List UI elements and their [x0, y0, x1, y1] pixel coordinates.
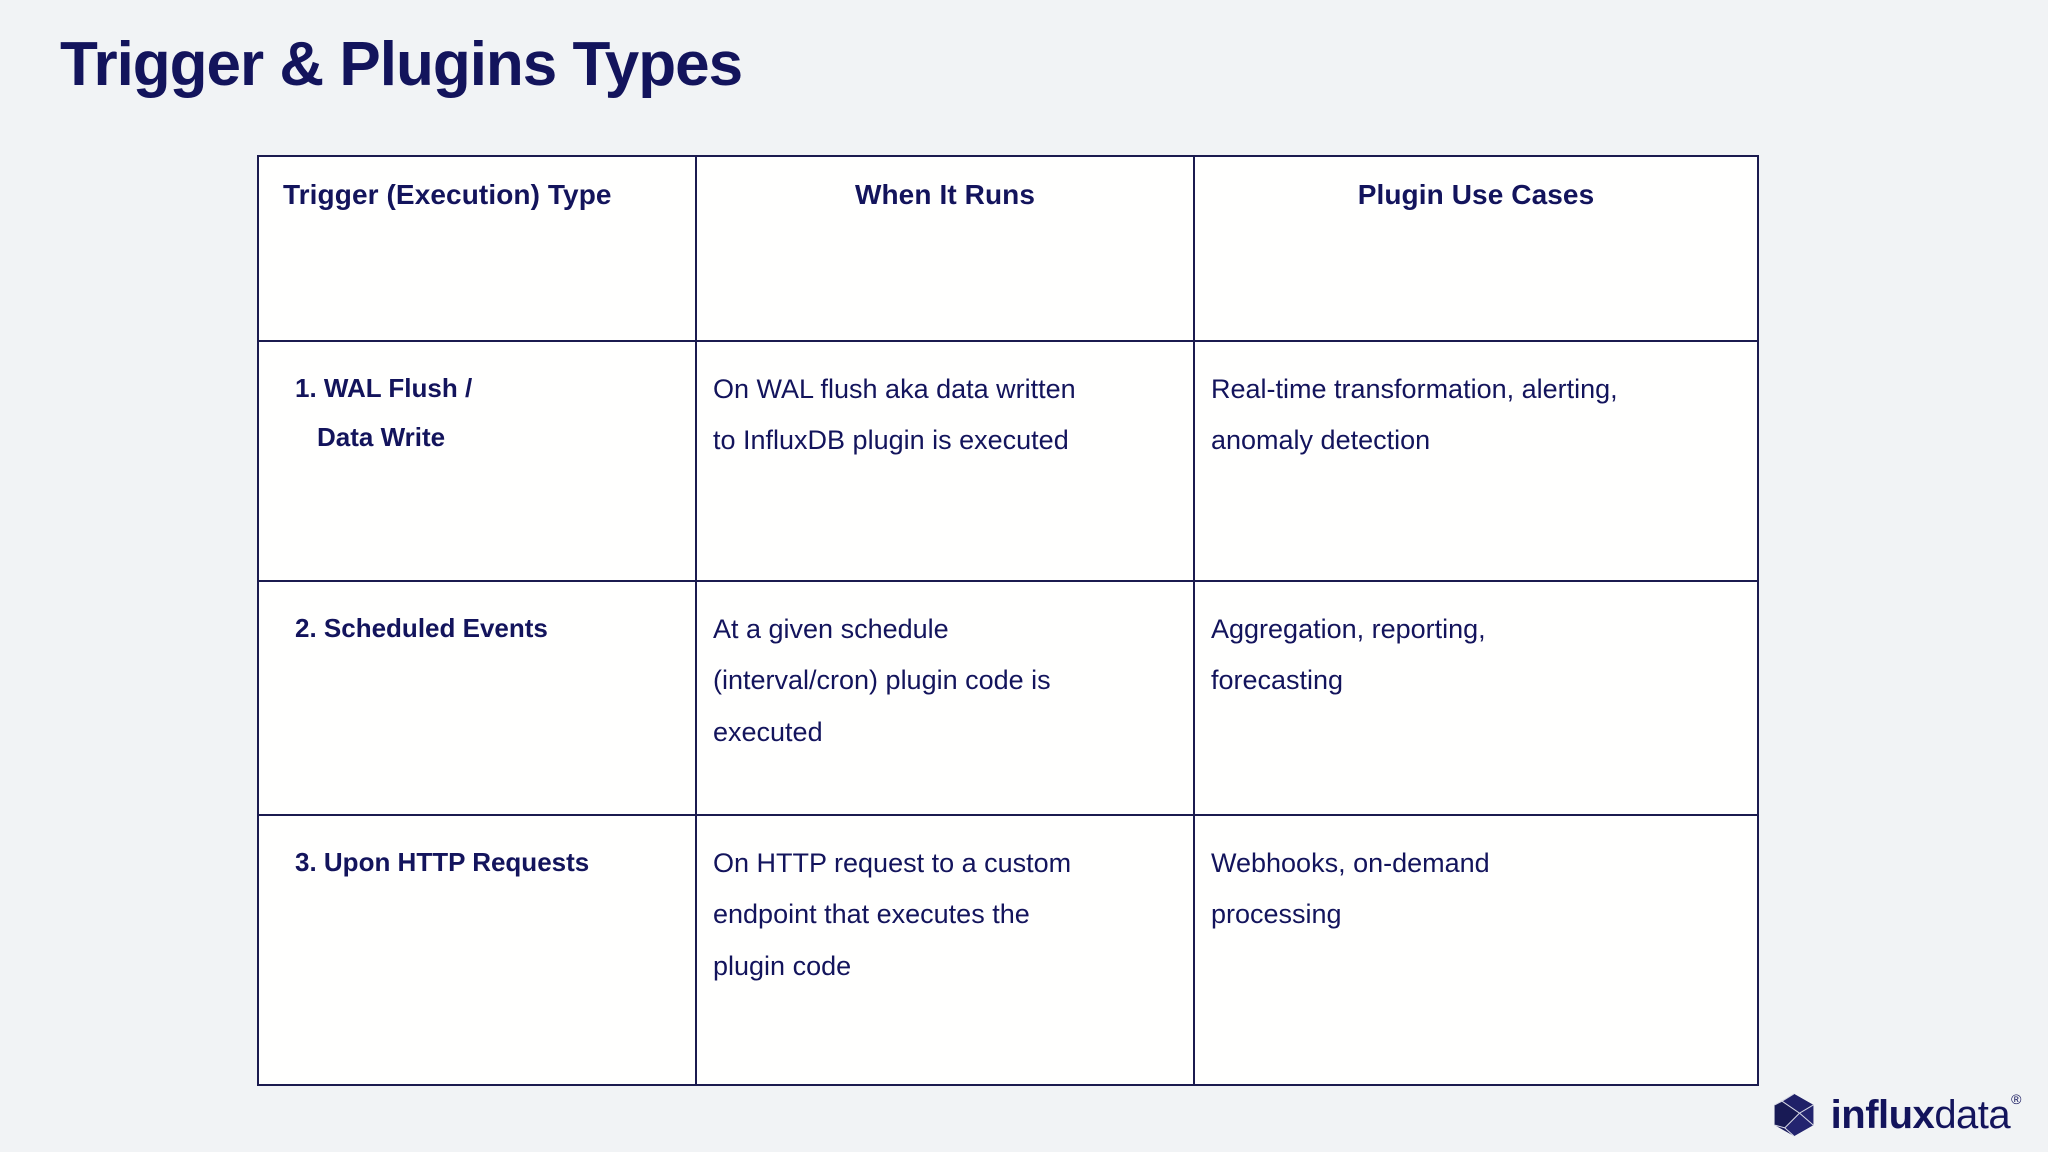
usecase-3-line-1: Webhooks, on-demand — [1211, 848, 1490, 878]
cell-use-cases-2: Aggregation, reporting, forecasting — [1193, 580, 1759, 816]
when-1-line-2: to InfluxDB plugin is executed — [713, 425, 1069, 456]
influxdata-logo: influxdata® — [1771, 1092, 2022, 1138]
influxdata-wordmark: influxdata® — [1830, 1092, 2022, 1137]
when-2-line-2: (interval/cron) plugin code is — [713, 665, 1051, 696]
when-2-line-1: At a given schedule — [713, 614, 949, 644]
usecase-2-line-1: Aggregation, reporting, — [1211, 614, 1486, 644]
table-row: 3. Upon HTTP Requests On HTTP request to… — [257, 814, 1759, 1086]
cell-use-cases-3: Webhooks, on-demand processing — [1193, 814, 1759, 1086]
trigger-type-1-line-2: Data Write — [317, 422, 446, 453]
registered-trademark-icon: ® — [2011, 1090, 2021, 1107]
trigger-type-1-line-1: 1. WAL Flush / — [295, 373, 473, 403]
usecase-1-line-2: anomaly detection — [1211, 425, 1431, 456]
influxdata-polyhedron-icon — [1774, 1093, 1814, 1137]
trigger-type-3-line-1: 3. Upon HTTP Requests — [295, 847, 590, 877]
when-3-line-3: plugin code — [713, 950, 852, 981]
cell-when-it-runs-2: At a given schedule (interval/cron) plug… — [695, 580, 1195, 816]
trigger-types-table: Trigger (Execution) Type When It Runs Pl… — [257, 155, 1759, 1086]
cell-when-it-runs-1: On WAL flush aka data written to InfluxD… — [695, 340, 1195, 582]
wordmark-data: data — [1934, 1093, 2011, 1137]
trigger-type-2-line-1: 2. Scheduled Events — [295, 613, 548, 643]
table-header-row: Trigger (Execution) Type When It Runs Pl… — [257, 155, 1759, 342]
cell-trigger-type-3: 3. Upon HTTP Requests — [257, 814, 697, 1086]
column-header-plugin-use-cases: Plugin Use Cases — [1193, 155, 1759, 342]
page-title: Trigger & Plugins Types — [60, 30, 743, 99]
usecase-2-line-2: forecasting — [1211, 665, 1344, 696]
column-header-trigger-type-label: Trigger (Execution) Type — [283, 179, 612, 210]
cell-use-cases-1: Real-time transformation, alerting, anom… — [1193, 340, 1759, 582]
column-header-when-it-runs-label: When It Runs — [854, 179, 1036, 210]
column-header-trigger-type: Trigger (Execution) Type — [257, 155, 697, 342]
when-3-line-2: endpoint that executes the — [713, 899, 1030, 930]
when-3-line-1: On HTTP request to a custom — [713, 848, 1072, 878]
cell-trigger-type-2: 2. Scheduled Events — [257, 580, 697, 816]
usecase-1-line-1: Real-time transformation, alerting, — [1211, 374, 1618, 404]
usecase-3-line-2: processing — [1211, 899, 1342, 930]
column-header-when-it-runs: When It Runs — [695, 155, 1195, 342]
when-1-line-1: On WAL flush aka data written — [713, 374, 1076, 404]
cell-when-it-runs-3: On HTTP request to a custom endpoint tha… — [695, 814, 1195, 1086]
table-row: 2. Scheduled Events At a given schedule … — [257, 580, 1759, 816]
when-2-line-3: executed — [713, 716, 823, 747]
column-header-plugin-use-cases-label: Plugin Use Cases — [1357, 179, 1595, 210]
cell-trigger-type-1: 1. WAL Flush / Data Write — [257, 340, 697, 582]
table-row: 1. WAL Flush / Data Write On WAL flush a… — [257, 340, 1759, 582]
wordmark-influx: influx — [1830, 1093, 1935, 1137]
